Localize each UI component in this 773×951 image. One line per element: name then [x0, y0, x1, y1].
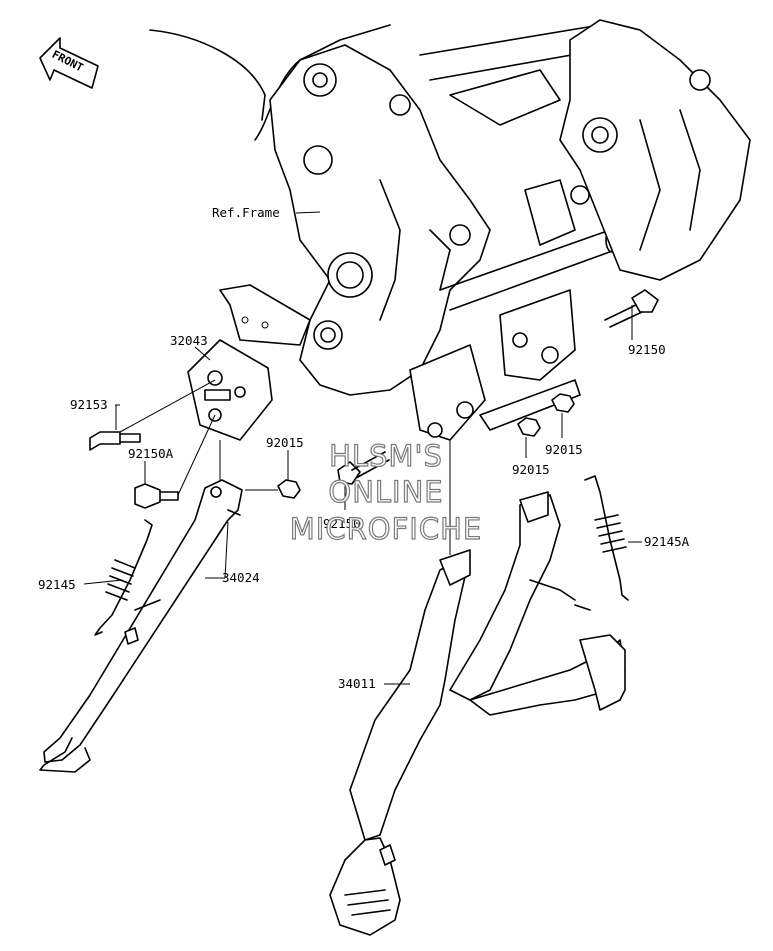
- label-92145: 92145: [38, 577, 76, 592]
- label-92145A: 92145A: [644, 534, 690, 549]
- label-34024: 34024: [222, 570, 260, 585]
- label-92153: 92153: [70, 397, 108, 412]
- nut-92015-a: [517, 417, 541, 437]
- bolt-92150-right: [604, 289, 659, 328]
- label-32043: 32043: [170, 333, 208, 348]
- label-34011: 34011: [338, 676, 376, 691]
- label-92015-a: 92015: [512, 462, 550, 477]
- label-92150-right: 92150: [628, 342, 666, 357]
- label-92015-left: 92015: [266, 435, 304, 450]
- label-92150A: 92150A: [128, 446, 174, 461]
- watermark-line-1: HLSM'S: [329, 439, 443, 473]
- label-92015-b: 92015: [545, 442, 583, 457]
- spring-92145A: [584, 475, 629, 601]
- bracket-32043: [187, 339, 273, 441]
- watermark-line-2: ONLINE: [328, 475, 443, 509]
- front-arrow-icon: FRONT: [39, 37, 99, 89]
- nut-92015-b: [551, 393, 575, 413]
- frame: [149, 19, 751, 441]
- watermark: HLSM'S ONLINE MICROFICHE: [289, 438, 482, 546]
- watermark-line-3: MICROFICHE: [290, 512, 482, 546]
- bolt-92150A: [134, 483, 179, 509]
- label-92150-mid: 92150: [323, 516, 361, 531]
- center-stand-34011: [329, 491, 626, 936]
- bolt-92150-mid: [337, 451, 390, 485]
- side-stand-34024: [39, 479, 243, 773]
- nut-92015-left: [277, 479, 301, 499]
- bolt-92153: [89, 431, 141, 451]
- part-labels: Ref.Frame 32043 92153 92150A 92015 92145…: [38, 205, 690, 691]
- label-ref-frame: Ref.Frame: [212, 205, 280, 220]
- leader-lines: [83, 211, 642, 685]
